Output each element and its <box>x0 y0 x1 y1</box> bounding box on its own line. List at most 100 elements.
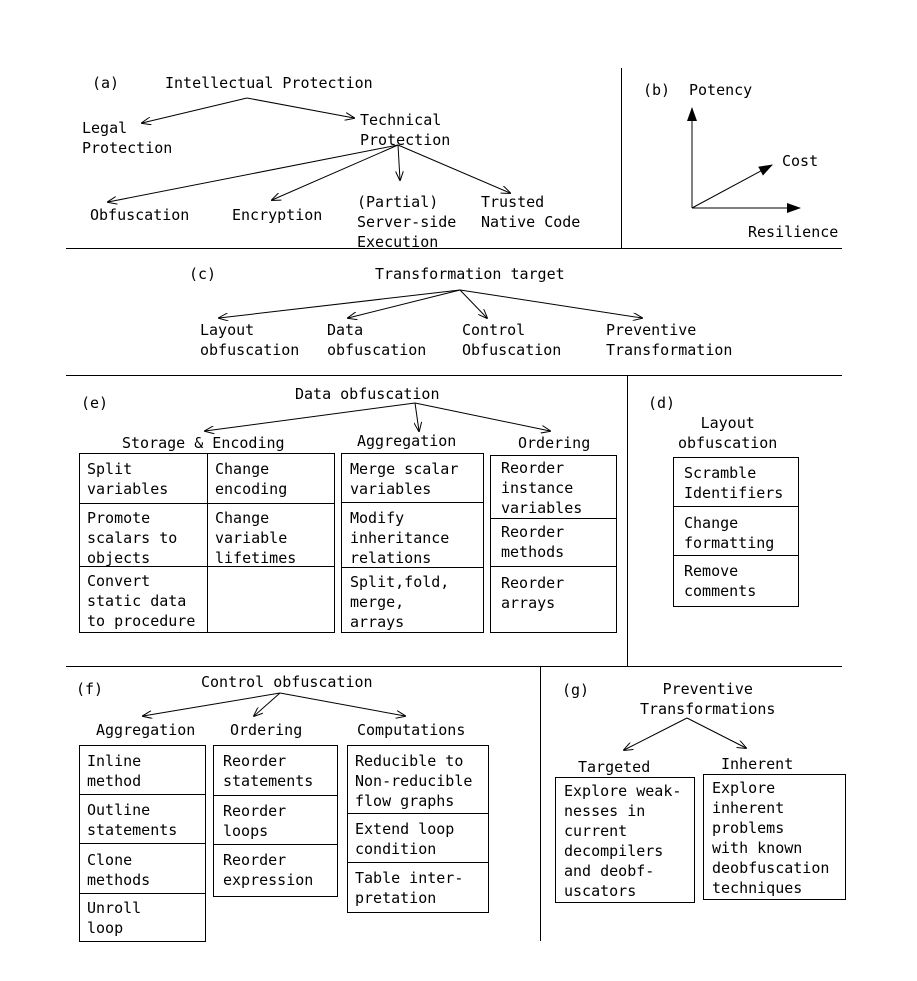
group-e-aggregation-title: Aggregation <box>357 432 457 450</box>
f-ordering-hline-2 <box>214 844 337 845</box>
layout-hline-1 <box>674 506 798 507</box>
node-preventive-transformations-root: Preventive Transformations <box>640 680 776 718</box>
e-aggregation-box <box>341 453 484 633</box>
divider-top-c <box>66 248 842 249</box>
e-aggregation-cell: Merge scalar variables <box>350 460 459 498</box>
f-ordering-cell: Reorder statements <box>223 752 314 790</box>
targeted-box <box>555 777 695 903</box>
storage-cell: Promote scalars to objects <box>87 509 178 567</box>
f-computations-cell: Table inter- pretation <box>355 869 464 907</box>
f-aggregation-cell: Outline statements <box>87 801 178 839</box>
node-control-obfuscation: Control Obfuscation <box>462 321 562 359</box>
f-computations-cell: Extend loop condition <box>355 820 455 858</box>
arrow-f-computations <box>279 692 405 716</box>
layout-hline-2 <box>674 555 798 556</box>
f-aggregation-hline-1 <box>80 794 205 795</box>
arrow-e-storage <box>205 402 416 431</box>
f-aggregation-cell: Unroll loop <box>87 899 142 937</box>
group-inherent-title: Inherent <box>721 755 794 773</box>
f-ordering-cell: Reorder loops <box>223 802 287 840</box>
e-ordering-box <box>490 455 617 633</box>
axis-label-resilience: Resilience <box>748 223 839 241</box>
group-f-ordering-title: Ordering <box>230 721 303 739</box>
divider-e-d <box>627 375 628 667</box>
arrow-tech-native <box>397 144 510 193</box>
panel-d-tag: (d) <box>648 394 676 412</box>
layout-cell: Remove comments <box>684 562 757 600</box>
group-f-aggregation-title: Aggregation <box>96 721 196 739</box>
node-data-obfuscation: Data obfuscation <box>327 321 427 359</box>
e-ordering-hline-1 <box>491 518 616 519</box>
divider-f-g <box>540 666 541 941</box>
arrow-e-ordering <box>414 402 550 431</box>
arrow-c-data <box>348 289 461 318</box>
f-computations-cell: Reducible to Non-reducible flow graphs <box>355 752 473 810</box>
arrow-a-legal <box>142 97 248 123</box>
layout-cell: Change formatting <box>684 514 775 552</box>
arrow-tech-obfuscation <box>108 144 399 202</box>
arrow-c-control <box>459 289 487 318</box>
e-aggregation-cell: Split,fold, merge, arrays <box>350 573 450 631</box>
panel-a-tag: (a) <box>92 74 120 92</box>
arrow-f-aggregation <box>143 692 281 716</box>
node-encryption: Encryption <box>232 206 323 224</box>
arrow-g-inherent <box>686 717 746 748</box>
layout-obfuscation-box <box>673 457 799 607</box>
panel-e-tag: (e) <box>81 394 109 412</box>
storage-cell: Change encoding <box>215 460 288 498</box>
f-aggregation-hline-2 <box>80 843 205 844</box>
panel-b-tag: (b) <box>643 81 671 99</box>
e-ordering-cell: Reorder instance variables <box>501 459 583 517</box>
node-legal-protection: Legal Protection <box>82 119 173 157</box>
f-ordering-cell: Reorder expression <box>223 851 314 889</box>
e-aggregation-hline-2 <box>342 567 483 568</box>
node-control-obfuscation-root: Control obfuscation <box>201 673 373 691</box>
f-aggregation-hline-3 <box>80 893 205 894</box>
storage-grid-hline-2 <box>80 566 334 567</box>
panel-c-tag: (c) <box>189 265 217 283</box>
targeted-text: Explore weak- nesses in current decompil… <box>564 782 682 900</box>
axis-cost <box>691 164 773 209</box>
divider-c-e <box>66 375 842 376</box>
storage-encoding-box <box>79 453 335 633</box>
f-ordering-box <box>213 745 338 897</box>
node-data-obfuscation-root: Data obfuscation <box>295 385 440 403</box>
node-layout-obfuscation: Layout obfuscation <box>200 321 300 359</box>
f-computations-hline-2 <box>348 862 488 863</box>
node-technical-protection: Technical Protection <box>360 111 451 149</box>
e-aggregation-hline-1 <box>342 502 483 503</box>
arrow-c-preventive <box>459 289 642 318</box>
arrow-g-targeted <box>624 717 688 750</box>
e-ordering-cell: Reorder methods <box>501 523 565 561</box>
axis-label-cost: Cost <box>782 152 819 170</box>
arrow-c-layout <box>219 289 461 318</box>
inherent-text: Explore inherent problems with known deo… <box>712 779 830 897</box>
panel-f-tag: (f) <box>76 680 104 698</box>
node-layout-obfuscation-title: Layout obfuscation <box>678 414 778 452</box>
f-aggregation-cell: Inline method <box>87 752 142 790</box>
storage-grid-vline <box>207 454 208 632</box>
e-ordering-cell: Reorder arrays <box>501 574 565 612</box>
f-computations-box <box>347 745 489 913</box>
storage-cell: Change variable lifetimes <box>215 509 297 567</box>
panel-g-tag: (g) <box>562 681 590 699</box>
node-server-side-execution: (Partial) Server-side Execution <box>357 193 457 251</box>
storage-cell: Convert static data to procedure <box>87 572 196 630</box>
f-aggregation-box <box>79 745 206 942</box>
group-targeted-title: Targeted <box>578 758 651 776</box>
f-ordering-hline-1 <box>214 795 337 796</box>
storage-cell: Split variables <box>87 460 169 498</box>
inherent-box <box>703 774 846 900</box>
node-trusted-native-code: Trusted Native Code <box>481 193 581 231</box>
arrow-e-aggregation <box>415 402 419 431</box>
layout-cell: Scramble Identifiers <box>684 464 784 502</box>
f-computations-hline-1 <box>348 813 488 814</box>
divider-a-b <box>621 68 622 248</box>
arrow-f-ordering <box>254 692 281 716</box>
group-f-computations-title: Computations <box>357 721 466 739</box>
group-storage-encoding-title: Storage & Encoding <box>122 434 285 452</box>
group-e-ordering-title: Ordering <box>518 434 591 452</box>
arrow-tech-server <box>398 144 400 180</box>
arrow-tech-encryption <box>272 144 399 200</box>
node-obfuscation: Obfuscation <box>90 206 190 224</box>
